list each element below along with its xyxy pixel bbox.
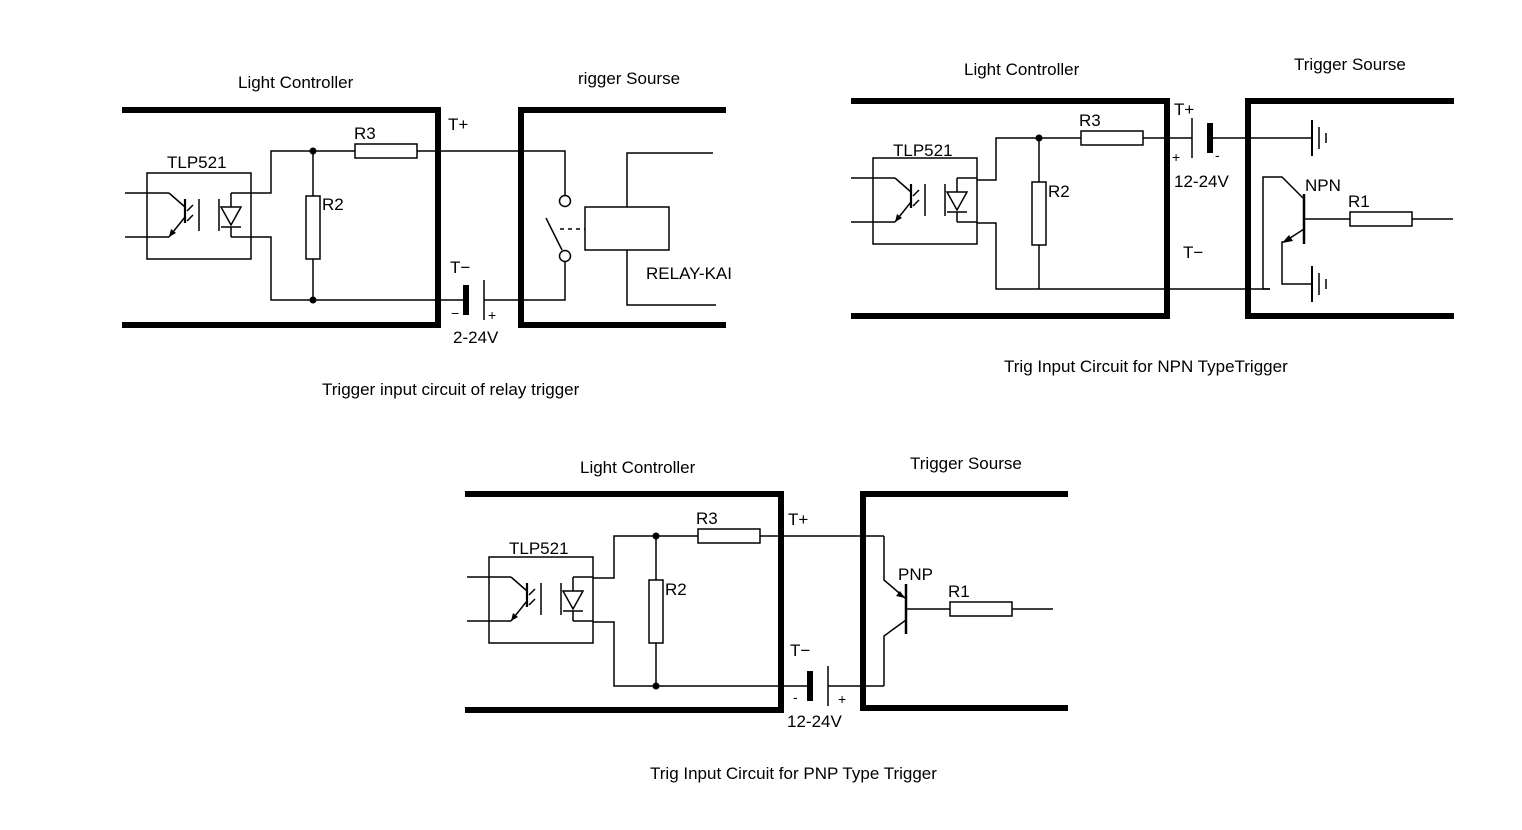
optocoupler-label: TLP521	[509, 539, 569, 558]
r2-label: R2	[665, 580, 687, 599]
trigger-source-title: Trigger Sourse	[910, 454, 1022, 473]
r3-label: R3	[1079, 111, 1101, 130]
battery-plus: +	[1172, 149, 1180, 165]
battery-minus: −	[451, 305, 459, 321]
r1-label: R1	[948, 582, 970, 601]
diagram-pnp-trigger: Light Controller Trigger Sourse TLP521 R…	[465, 454, 1068, 783]
light-controller-box	[122, 107, 441, 328]
t-plus-label: T+	[448, 115, 468, 134]
pnp-label: PNP	[898, 565, 933, 584]
resistor-r3	[354, 143, 418, 159]
ground-icon	[1311, 265, 1327, 303]
ground-icon	[1311, 119, 1327, 157]
t-minus-label: T−	[790, 641, 810, 660]
light-controller-box	[851, 98, 1170, 319]
t-minus-label: T−	[450, 258, 470, 277]
voltage-label: 12-24V	[1174, 172, 1229, 191]
optocoupler-label: TLP521	[167, 153, 227, 172]
t-plus-label: T+	[1174, 100, 1194, 119]
caption-npn: Trig Input Circuit for NPN TypeTrigger	[1004, 357, 1288, 376]
light-controller-box	[465, 491, 784, 713]
battery-minus: -	[1215, 147, 1220, 163]
t-minus-label: T−	[1183, 243, 1203, 262]
optocoupler-tlp521	[123, 171, 253, 261]
caption-relay: Trigger input circuit of relay trigger	[322, 380, 580, 399]
battery-plus: +	[488, 307, 496, 323]
diagram-npn-trigger: Light Controller Trigger Sourse TLP521 R…	[849, 55, 1454, 376]
voltage-label: 2-24V	[453, 328, 499, 347]
t-plus-label: T+	[788, 510, 808, 529]
trigger-source-title: rigger Sourse	[578, 69, 680, 88]
caption-pnp: Trig Input Circuit for PNP Type Trigger	[650, 764, 937, 783]
r2-label: R2	[1048, 182, 1070, 201]
r1-label: R1	[1348, 192, 1370, 211]
resistor-r1	[1349, 211, 1413, 227]
optocoupler-label: TLP521	[893, 141, 953, 160]
light-controller-title: Light Controller	[238, 73, 354, 92]
resistor-r1	[949, 601, 1013, 617]
trigger-source-title: Trigger Sourse	[1294, 55, 1406, 74]
optocoupler-tlp521	[849, 156, 979, 246]
r3-label: R3	[354, 124, 376, 143]
trigger-source-box	[1245, 98, 1454, 319]
resistor-r3	[697, 528, 761, 544]
optocoupler-tlp521	[465, 555, 595, 645]
voltage-label: 12-24V	[787, 712, 842, 731]
resistor-r2	[1031, 181, 1047, 246]
r2-label: R2	[322, 195, 344, 214]
resistor-r2	[648, 579, 664, 644]
battery-plus: +	[838, 691, 846, 707]
r3-label: R3	[696, 509, 718, 528]
light-controller-title: Light Controller	[580, 458, 696, 477]
trigger-source-box	[518, 107, 726, 328]
diagram-relay-trigger: Light Controller rigger Sourse TLP521 R3…	[122, 69, 732, 399]
npn-label: NPN	[1305, 176, 1341, 195]
light-controller-title: Light Controller	[964, 60, 1080, 79]
trigger-source-box	[860, 491, 1068, 711]
battery-minus: -	[793, 689, 798, 705]
relay-label: RELAY-KAI	[646, 264, 732, 283]
resistor-r3	[1080, 130, 1144, 146]
relay-coil	[584, 206, 670, 251]
resistor-r2	[305, 195, 321, 260]
